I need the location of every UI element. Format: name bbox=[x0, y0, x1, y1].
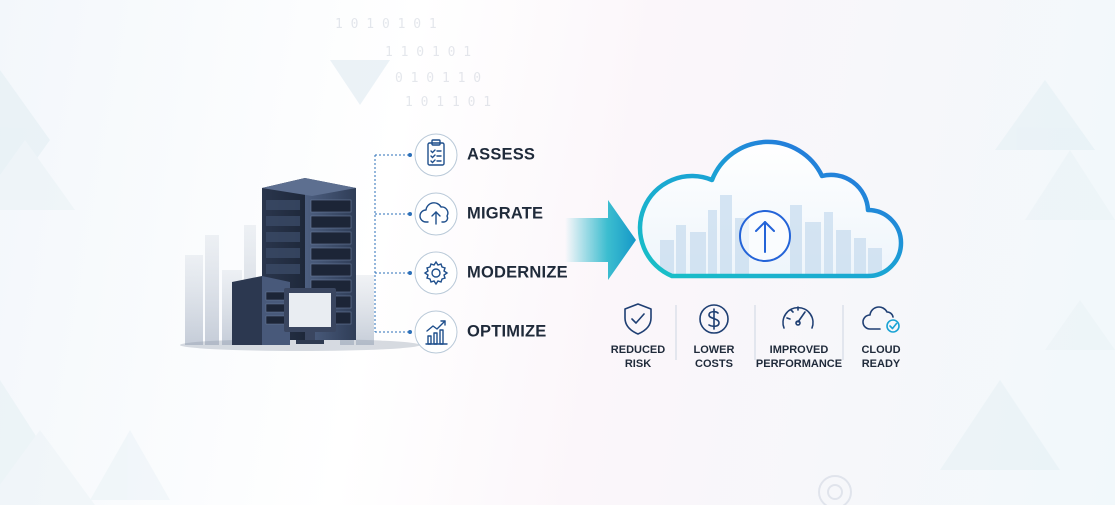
benefit-line: CLOUD bbox=[861, 344, 901, 356]
step-label-assess: ASSESS bbox=[467, 145, 536, 164]
svg-text:1 0 1 0 1 0 1: 1 0 1 0 1 0 1 bbox=[335, 17, 437, 32]
clipboard-checklist-icon bbox=[427, 139, 445, 166]
shield-check-icon bbox=[624, 303, 652, 335]
svg-text:1 0 1 1 0 1: 1 0 1 1 0 1 bbox=[405, 95, 491, 110]
benefit-line: LOWER bbox=[693, 344, 735, 356]
step-label-migrate: MIGRATE bbox=[467, 204, 544, 223]
benefit-reduced-risk: REDUCED RISK bbox=[588, 343, 688, 371]
step-label-optimize: OPTIMIZE bbox=[467, 322, 547, 341]
svg-text:1 1 0 1 0 1: 1 1 0 1 0 1 bbox=[385, 45, 471, 60]
cloud-check-icon bbox=[862, 306, 900, 333]
cloud-upload-icon bbox=[419, 202, 449, 225]
benefit-line: IMPROVED bbox=[769, 344, 829, 356]
benefit-line: PERFORMANCE bbox=[755, 358, 843, 370]
benefit-improved-performance: IMPROVED PERFORMANCE bbox=[749, 343, 849, 371]
benefit-cloud-ready: CLOUD READY bbox=[831, 343, 931, 371]
speedometer-icon bbox=[782, 306, 814, 329]
upload-arrow-icon bbox=[739, 210, 791, 262]
step-label-modernize: MODERNIZE bbox=[467, 263, 568, 282]
migration-arrow bbox=[565, 200, 636, 280]
benefit-line: READY bbox=[861, 358, 901, 370]
benefit-lower-costs: LOWER COSTS bbox=[664, 343, 764, 371]
benefit-line: RISK bbox=[624, 358, 652, 370]
benefit-line: COSTS bbox=[695, 358, 733, 370]
dollar-coin-icon bbox=[699, 304, 729, 334]
benefit-line: REDUCED bbox=[610, 344, 666, 356]
gear-icon bbox=[423, 260, 449, 286]
growth-chart-icon bbox=[425, 320, 448, 345]
svg-text:0 1 0 1 1 0: 0 1 0 1 1 0 bbox=[395, 71, 481, 86]
